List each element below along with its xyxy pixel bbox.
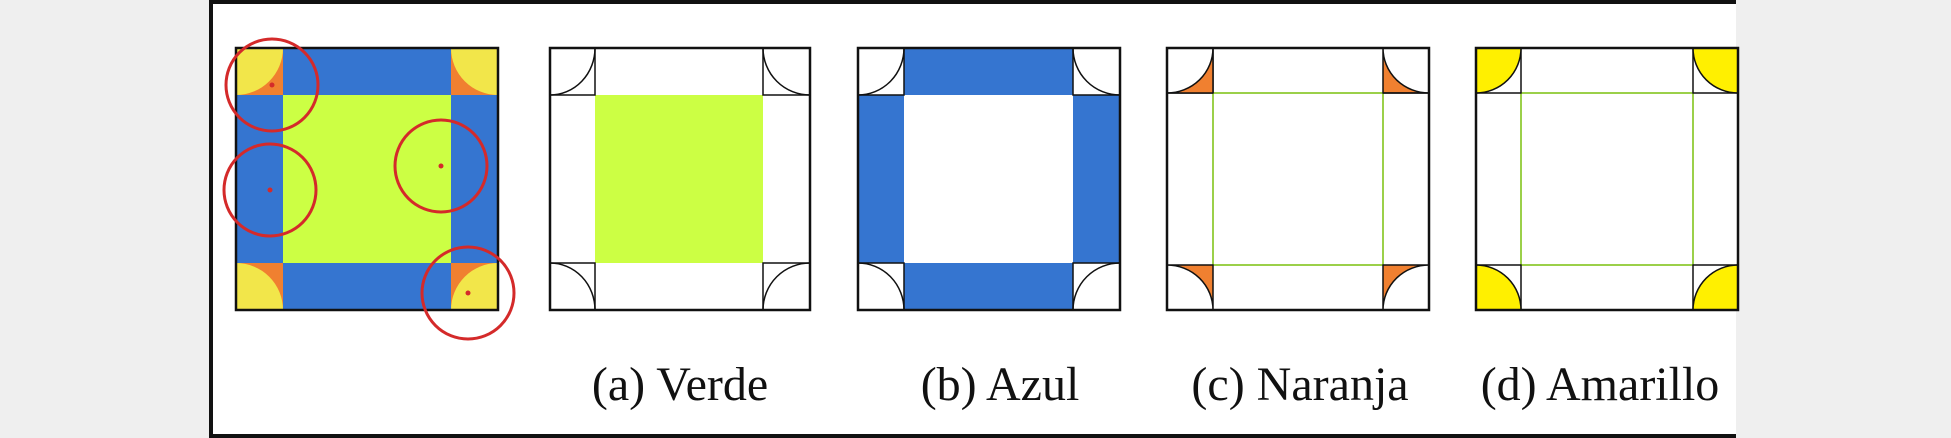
circle-marker bbox=[420, 245, 516, 341]
tile-outline bbox=[548, 46, 812, 312]
circle-marker bbox=[224, 37, 320, 133]
tile-verde bbox=[548, 46, 812, 312]
center-dot bbox=[438, 163, 444, 169]
caption-verde: (a) Verde bbox=[591, 358, 769, 411]
quarter-arc bbox=[1072, 262, 1121, 311]
center-dot bbox=[267, 187, 273, 193]
yellow-corner bbox=[1475, 264, 1522, 311]
composite-tile bbox=[222, 37, 516, 341]
quarter-arc bbox=[762, 262, 811, 311]
corner-bl-yellow bbox=[236, 263, 283, 310]
corner-tr-yellow bbox=[451, 48, 498, 95]
green-guide bbox=[1212, 92, 1384, 266]
corner-br-yellow bbox=[451, 263, 498, 310]
quarter-arc bbox=[857, 262, 905, 311]
corner-tl-yellow bbox=[236, 48, 283, 95]
center-dot bbox=[465, 290, 471, 296]
circle-marker bbox=[393, 118, 489, 214]
circle-marker bbox=[222, 142, 318, 238]
green-guide bbox=[1520, 92, 1694, 266]
tile-azul bbox=[856, 46, 1122, 312]
tile-outline bbox=[1165, 46, 1431, 312]
center-dot bbox=[269, 82, 275, 88]
caption-amarillo: (d) Amarillo bbox=[1480, 358, 1720, 411]
caption-naranja: (c) Naranja bbox=[1191, 358, 1409, 411]
composite-outline bbox=[234, 46, 500, 312]
green-center bbox=[595, 95, 763, 263]
quarter-arc bbox=[1072, 47, 1121, 96]
tile-outline bbox=[856, 46, 1122, 312]
quarter-arc bbox=[857, 47, 905, 96]
quarter-arc bbox=[549, 47, 596, 96]
tile-naranja bbox=[1165, 46, 1431, 312]
yellow-corner bbox=[1692, 264, 1739, 311]
yellow-corner bbox=[1692, 47, 1739, 94]
quarter-arc bbox=[549, 262, 596, 311]
yellow-corner bbox=[1475, 47, 1522, 94]
tile-amarillo bbox=[1474, 46, 1740, 312]
tile-outline bbox=[1474, 46, 1740, 312]
green-center bbox=[283, 95, 451, 263]
caption-azul: (b) Azul bbox=[920, 358, 1080, 411]
quarter-arc bbox=[762, 47, 811, 96]
